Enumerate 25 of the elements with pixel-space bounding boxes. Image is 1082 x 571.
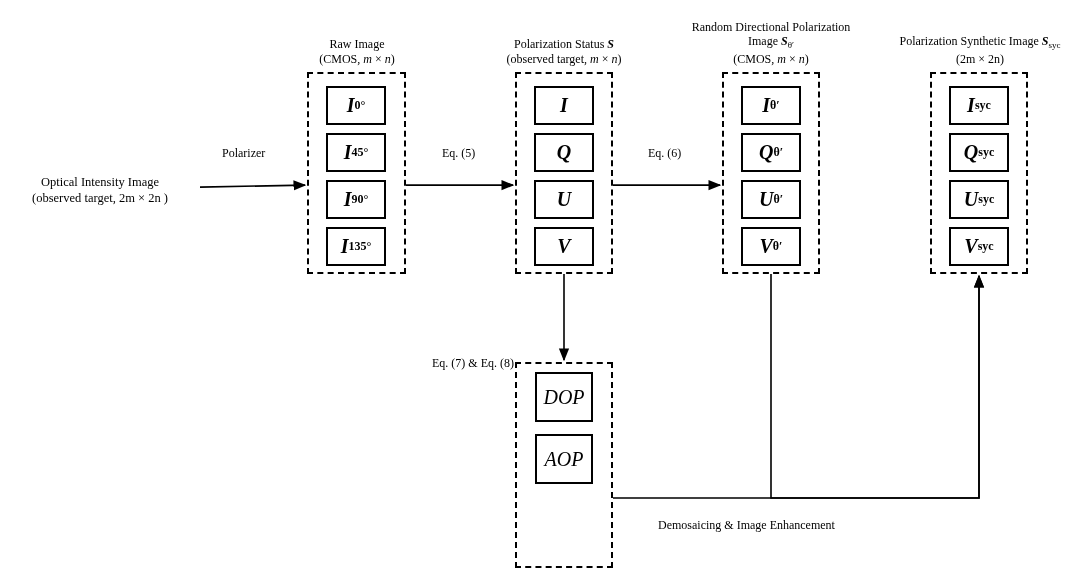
group-subtitle: (observed target, m × n) [505, 51, 623, 66]
edge-label: Eq. (6) [648, 146, 682, 161]
arrow [770, 273, 985, 499]
symbol-box: Q [534, 133, 594, 172]
group-title: Raw Image [328, 37, 386, 52]
group-title: Polarization Status S [513, 37, 615, 52]
symbol-box: I [534, 86, 594, 125]
arrow [558, 273, 570, 362]
edge-label: Demosaicing & Image Enhancement [658, 518, 835, 533]
group-subtitle: (CMOS, m × n) [732, 51, 810, 66]
arrow [199, 180, 307, 191]
arrow [405, 180, 515, 191]
group-title: Random Directional Polarization Image S$_{θ′}$ [690, 20, 852, 52]
arrow [612, 180, 722, 191]
group-title: Polarization Synthetic Image S$_{syc}$ [898, 34, 1062, 52]
quantity-box: DOP [535, 372, 593, 422]
quantity-box: AOP [535, 434, 593, 484]
input-label: (observed target, 2m × 2n ) [31, 190, 169, 207]
edge-label: Eq. (5) [442, 146, 476, 161]
group-subtitle: (CMOS, m × n) [318, 51, 396, 66]
symbol-box: V [534, 227, 594, 266]
input-label: Optical Intensity Image [40, 174, 160, 191]
group-subtitle: (2m × 2n) [954, 51, 1006, 66]
symbol-box: U [534, 180, 594, 219]
edge-label: Eq. (7) & Eq. (8) [432, 356, 514, 371]
